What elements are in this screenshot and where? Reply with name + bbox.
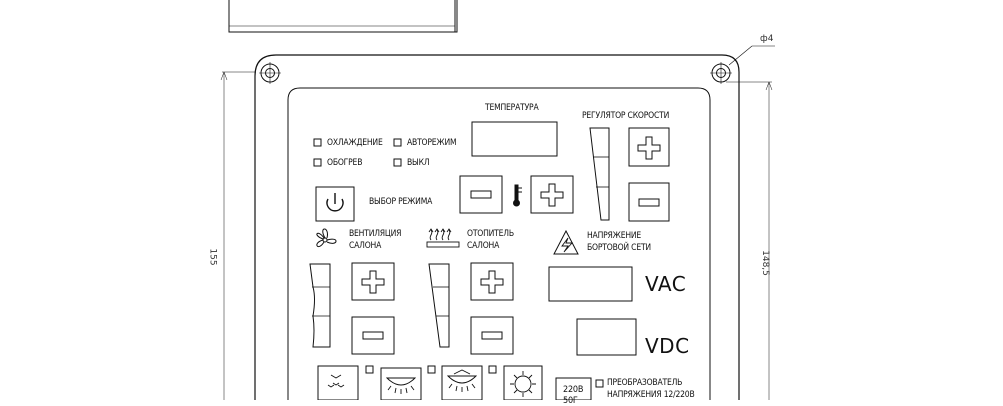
mode-checkbox-off[interactable]: [393, 158, 402, 167]
reading-light-icon: [327, 374, 345, 388]
voltage-label-line1: НАПРЯЖЕНИЕ: [587, 231, 642, 241]
speed-plus-button[interactable]: [628, 127, 670, 167]
fan-icon: [316, 228, 337, 248]
mounting-hole-left: [259, 62, 281, 84]
lightning-icon: [553, 229, 579, 255]
heater-minus-button[interactable]: [470, 316, 514, 355]
heater-label-line1: ОТОПИТЕЛЬ: [467, 229, 514, 239]
sun-light-icon: [510, 371, 536, 397]
plus-icon: [540, 183, 564, 207]
light-indicator-2: [427, 365, 436, 374]
ceiling-light-icon: [446, 369, 478, 392]
power-icon: [326, 193, 344, 212]
cabin-light-button[interactable]: [441, 365, 483, 400]
reading-light-button[interactable]: [317, 365, 359, 400]
mode-select-button[interactable]: [315, 186, 355, 222]
ventilation-plus-button[interactable]: [351, 262, 395, 301]
vdc-label: VDC: [645, 334, 690, 358]
upper-part-outline: [228, 0, 458, 33]
converter-label-line2: НАПРЯЖЕНИЯ 12/220В: [607, 390, 695, 400]
mode-checkbox-auto[interactable]: [393, 138, 402, 147]
converter-checkbox[interactable]: [595, 379, 604, 388]
mode-label-auto: АВТОРЕЖИМ: [407, 138, 457, 148]
vdc-display: [576, 318, 637, 356]
heater-icon: [426, 228, 460, 248]
heater-label-line2: САЛОНА: [467, 241, 500, 251]
hole-diameter-label: ф4: [760, 34, 774, 44]
panel-outer-border: [254, 54, 740, 400]
temperature-display: [471, 121, 558, 157]
voltage-label-line2: БОРТОВОЙ СЕТИ: [587, 243, 651, 253]
mode-checkbox-heating[interactable]: [313, 158, 322, 167]
mode-label-cooling: ОХЛАЖДЕНИЕ: [327, 138, 383, 148]
ventilation-label-line1: ВЕНТИЛЯЦИЯ: [349, 229, 402, 239]
temperature-label: ТЕМПЕРАТУРА: [485, 103, 539, 113]
socket-box: [555, 377, 592, 400]
socket-label-line1: 220В: [563, 385, 584, 395]
mode-checkbox-cooling[interactable]: [313, 138, 322, 147]
plus-icon: [480, 270, 504, 294]
plus-icon: [637, 136, 661, 160]
ventilation-minus-button[interactable]: [351, 316, 395, 355]
panel-inner-border: [287, 87, 711, 400]
minus-icon: [470, 190, 492, 199]
vac-label: VAC: [645, 272, 687, 296]
ventilation-level-bar: [309, 263, 331, 348]
light-indicator-1: [365, 365, 374, 374]
speed-regulator-label: РЕГУЛЯТОР СКОРОСТИ: [582, 111, 670, 121]
heater-level-bar: [428, 263, 450, 348]
socket-label-line2: 50Г: [563, 396, 578, 406]
mode-select-label: ВЫБОР РЕЖИМА: [369, 197, 433, 207]
light-indicator-3: [488, 365, 497, 374]
ceiling-light-button[interactable]: [380, 367, 422, 400]
mode-label-heating: ОБОГРЕВ: [327, 158, 363, 168]
mode-label-off: ВЫКЛ: [407, 158, 430, 168]
minus-icon: [638, 198, 660, 207]
converter-label-line1: ПРЕОБРАЗОВАТЕЛЬ: [607, 378, 683, 388]
speed-minus-button[interactable]: [628, 182, 670, 222]
vac-display: [548, 266, 633, 302]
plus-icon: [361, 270, 385, 294]
mounting-hole-right: [710, 62, 732, 84]
height-inner-label: 148,5: [759, 250, 770, 276]
temperature-minus-button[interactable]: [459, 175, 503, 214]
ventilation-label-line2: САЛОНА: [349, 241, 382, 251]
minus-icon: [481, 331, 503, 340]
speed-level-bar: [589, 127, 610, 221]
sun-light-button[interactable]: [503, 365, 543, 400]
heater-plus-button[interactable]: [470, 262, 514, 301]
temperature-plus-button[interactable]: [530, 175, 574, 214]
ceiling-light-icon: [385, 377, 417, 394]
thermometer-icon: [513, 184, 522, 207]
minus-icon: [362, 331, 384, 340]
height-outer-label: 155: [207, 248, 218, 266]
